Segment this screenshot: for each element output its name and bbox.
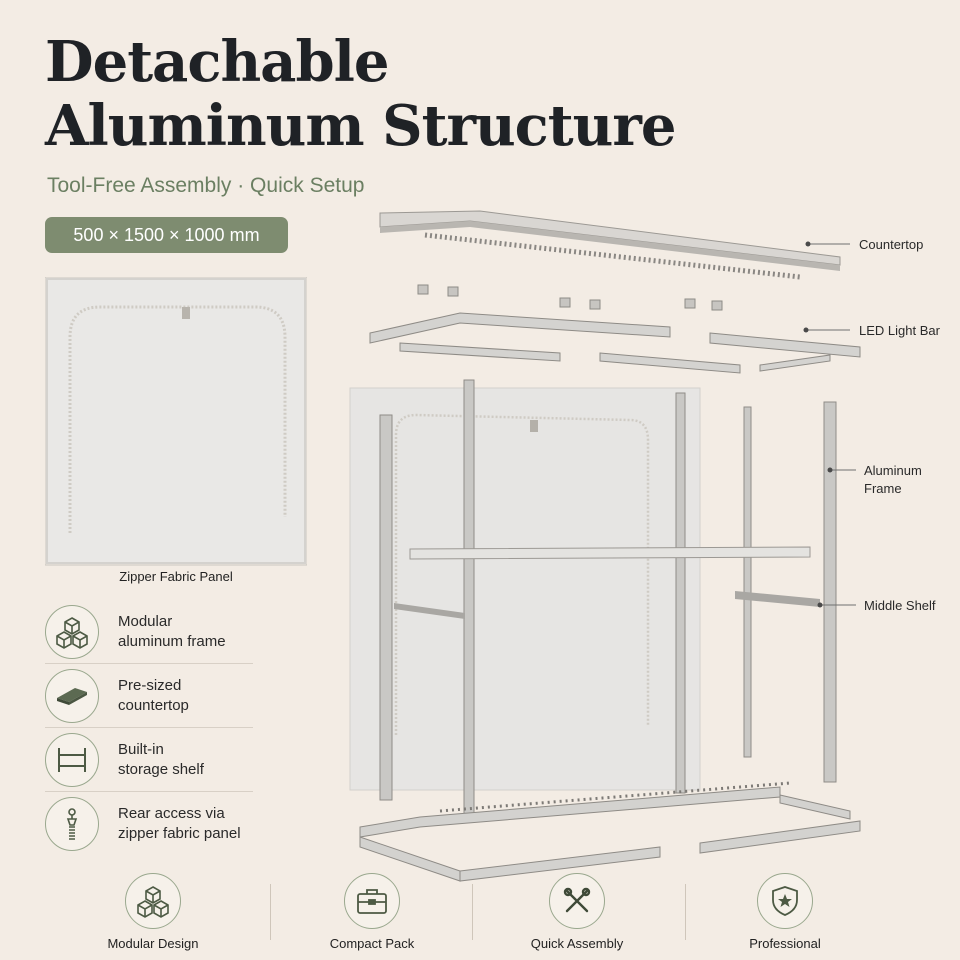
feature-item: Built-in storage shelf: [45, 728, 253, 792]
zipper-icon: [45, 797, 99, 851]
panel-caption: Zipper Fabric Panel: [119, 569, 233, 584]
feature-line-2: zipper fabric panel: [118, 825, 241, 842]
shelf-icon: [45, 733, 99, 787]
subtitle: Tool-Free Assembly · Quick Setup: [47, 174, 365, 197]
callout-frame-line-2: Frame: [864, 481, 902, 496]
feature-line-2: countertop: [118, 697, 189, 714]
bottom-label: Professional: [749, 936, 821, 951]
feature-line-2: aluminum frame: [118, 633, 226, 650]
divider: [270, 884, 271, 940]
countertop-board-icon: [45, 669, 99, 723]
feature-line-1: Modular: [118, 613, 173, 630]
middle-shelf-part: [394, 546, 820, 619]
feature-item: Pre-sized countertop: [45, 664, 253, 728]
feature-item: Rear access via zipper fabric panel: [45, 792, 253, 856]
bottom-item-professional: Professional: [685, 870, 885, 951]
shield-star-icon: [757, 873, 813, 929]
divider: [472, 884, 473, 940]
feature-line-1: Rear access via: [118, 805, 225, 822]
title-line-1: Detachable: [45, 29, 390, 95]
cubes-icon: [45, 605, 99, 659]
divider: [685, 884, 686, 940]
callout-middle-shelf: Middle Shelf: [864, 598, 936, 613]
callout-countertop: Countertop: [859, 237, 924, 252]
tools-icon: [549, 873, 605, 929]
bottom-label: Modular Design: [107, 936, 199, 951]
bottom-icon-bar: Modular Design Compact Pack Quick Assemb…: [0, 870, 960, 960]
zipper-fabric-panel-image: [45, 277, 307, 566]
bottom-item-quick-assembly: Quick Assembly: [477, 870, 677, 951]
led-light-bar-part: [369, 312, 861, 374]
dimensions-badge: 500 × 1500 × 1000 mm: [45, 217, 288, 253]
briefcase-icon: [344, 873, 400, 929]
title-line-2: Aluminum Structure: [45, 93, 676, 159]
bottom-label: Quick Assembly: [530, 936, 624, 951]
callout-led-light-bar: LED Light Bar: [859, 323, 940, 338]
cubes-icon: [125, 873, 181, 929]
callout-aluminum-frame: Aluminum Frame: [864, 462, 922, 498]
feature-line-1: Pre-sized: [118, 677, 182, 694]
page-title: Detachable Aluminum Structure: [45, 29, 676, 159]
exploded-assembly-diagram: [349, 210, 861, 882]
feature-line-1: Built-in: [118, 741, 164, 758]
bottom-label: Compact Pack: [329, 936, 415, 951]
feature-item: Modular aluminum frame: [45, 600, 253, 664]
feature-list: Modular aluminum frame Pre-sized counter…: [45, 600, 253, 856]
bottom-item-compact-pack: Compact Pack: [272, 870, 472, 951]
base-frame-part: [359, 781, 861, 882]
callout-frame-line-1: Aluminum: [864, 463, 922, 478]
feature-line-2: storage shelf: [118, 761, 204, 778]
bottom-item-modular-design: Modular Design: [53, 870, 253, 951]
